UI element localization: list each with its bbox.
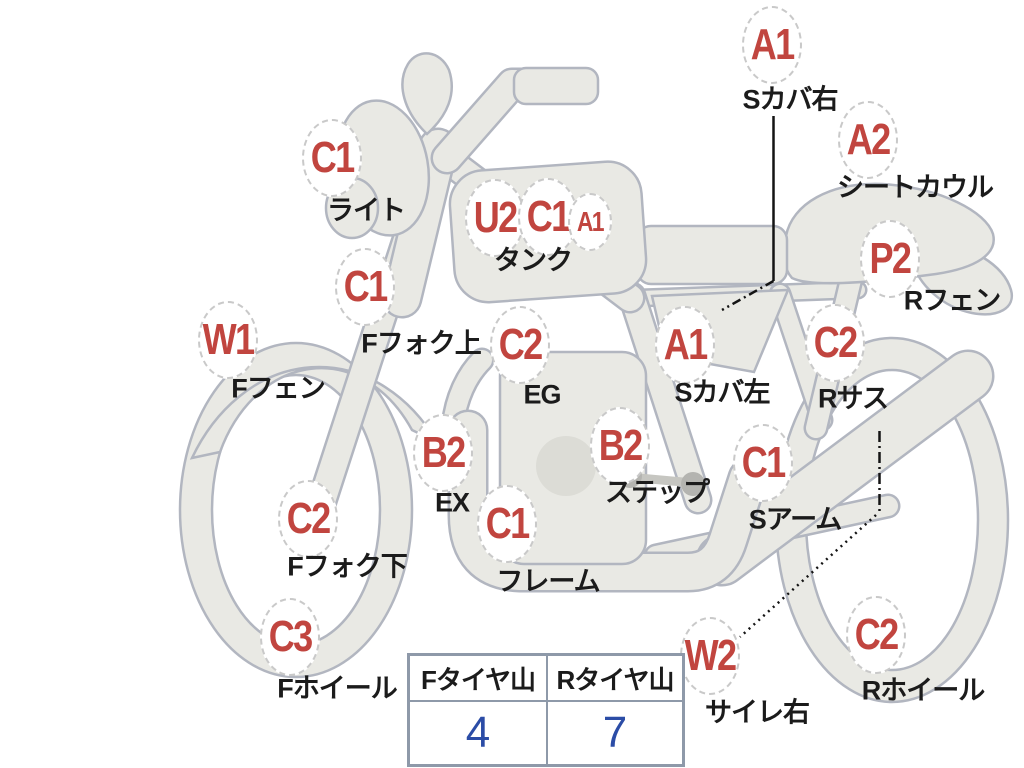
front-tire-tread-header: Fタイヤ山 (420, 664, 536, 695)
lower-frame-rail (447, 409, 769, 593)
mirror (401, 52, 454, 136)
rear-tire-tread-value: 7 (546, 700, 682, 764)
front-wheel (178, 341, 414, 679)
tire-tread-table: Fタイヤ山 Rタイヤ山 4 7 (407, 653, 685, 767)
seat-cowl-part (782, 182, 995, 285)
seat (635, 224, 789, 286)
rear-tire-tread-header: Rタイヤ山 (546, 656, 682, 700)
silencer (695, 349, 995, 587)
handlebar (430, 66, 600, 175)
side-cover-panel (650, 288, 790, 374)
front-tire-tread-value: 4 (410, 700, 546, 764)
rear-wheel (774, 336, 1010, 704)
leader-side-cover-right (721, 116, 775, 312)
frame-downtube (617, 281, 713, 515)
fuel-tank (448, 160, 648, 304)
engine-block (498, 350, 648, 566)
leader-silencer-right (739, 431, 881, 638)
